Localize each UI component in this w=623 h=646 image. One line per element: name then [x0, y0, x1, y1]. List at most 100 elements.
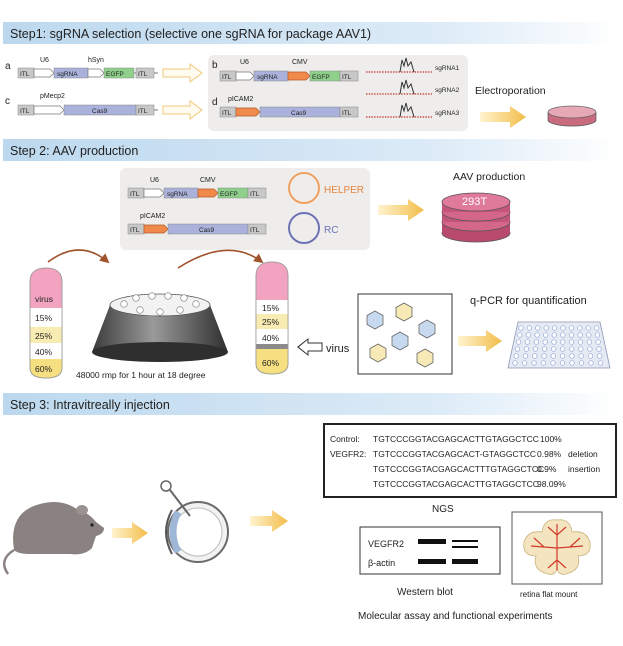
construct-a-itl-left: ITL: [20, 71, 30, 78]
virus-particle-icon: [369, 343, 387, 363]
ngs-results-box: [323, 423, 617, 498]
construct-d-itl-right: ITL: [342, 110, 352, 117]
arrow-right-icon: [162, 100, 203, 120]
plate-well: [568, 325, 575, 331]
ngs-note: insertion: [568, 464, 600, 474]
arrow-right-icon: [458, 330, 502, 352]
construct-a-sgrna: sgRNA: [57, 71, 78, 78]
construct-c: c pMecp2 ITL Cas9 ITL: [5, 93, 158, 116]
plate-well: [560, 332, 566, 338]
virus-particle-icon: [395, 302, 413, 322]
plasmid1-egfp: EGFP: [220, 191, 238, 198]
sgrna3-label: sgRNA3: [435, 110, 460, 117]
wb-band: [418, 559, 446, 564]
plate-well: [532, 353, 538, 359]
step1-section: Step1: sgRNA selection (selective one sg…: [3, 22, 620, 131]
plate-well: [515, 339, 522, 345]
promoter-arrow-icon: [87, 68, 105, 78]
step2-header-bar: [3, 139, 620, 161]
plate-well: [551, 339, 557, 345]
construct-b-itl-left: ITL: [222, 74, 232, 81]
plate-well: [560, 346, 566, 352]
plate-well: [577, 332, 583, 338]
plate-well: [525, 332, 532, 338]
electroporation-label: Electroporation: [475, 85, 546, 97]
eye-injection-icon: [160, 480, 229, 563]
plate-well: [550, 360, 556, 366]
pcr-plate-icon: [507, 321, 611, 369]
construct-d-itl-left: ITL: [222, 110, 232, 117]
curved-arrow-icon: [177, 249, 264, 269]
sgrna2-label: sgRNA2: [435, 87, 460, 94]
construct-a-letter: a: [5, 61, 11, 72]
plate-well: [594, 332, 601, 338]
plate-well: [518, 325, 524, 331]
cell-line-label: 293T: [462, 196, 487, 208]
construct-a-promoter2: hSyn: [88, 57, 104, 64]
sgrna-hairpins: sgRNA1 sgRNA2 sgRNA3: [366, 57, 460, 118]
plate-well: [524, 339, 531, 345]
virus-particles-box: [357, 293, 453, 375]
plate-well: [586, 332, 592, 338]
plate-well: [597, 353, 603, 359]
step1-header-bar: [3, 22, 620, 44]
promoter-arrow-icon: [197, 188, 219, 198]
helper-label: HELPER: [324, 185, 364, 196]
plasmid1-promoter1: U6: [150, 177, 159, 184]
aav-plasmid-cas9: pICAM2 ITL Cas9 ITL: [127, 213, 267, 235]
retina-flat-mount-icon: [523, 519, 591, 575]
ngs-sequence: TGTCCCGGTACGAGCACTTGTAGGCTCC: [373, 479, 539, 489]
ngs-note: deletion: [568, 449, 598, 459]
ngs-row-insertion: TGTCCCGGTACGAGCACTTTGTAGGCTCC 0.9% inser…: [373, 464, 600, 474]
ngs-row-deletion: VEGFR2: TGTCCCGGTACGAGCACT-GTAGGCTCC 0.9…: [330, 449, 598, 459]
plate-well: [569, 346, 575, 352]
plate-well: [560, 325, 566, 331]
plate-well: [533, 339, 539, 345]
promoter-arrow-icon: [33, 105, 65, 115]
plate-well: [523, 346, 530, 352]
mouse-icon: [2, 502, 105, 575]
plate-well: [587, 353, 594, 359]
plate-well: [559, 353, 566, 359]
plate-well: [578, 353, 584, 359]
plate-well: [534, 332, 540, 338]
plate-well: [596, 346, 602, 352]
plate-well: [541, 346, 548, 352]
construct-b: b U6 CMV ITL sgRNA EGFP ITL: [212, 59, 359, 82]
construct-c-itl-right: ITL: [138, 108, 148, 115]
construct-a-egfp: EGFP: [106, 71, 124, 78]
ngs-sequence: TGTCCCGGTACGAGCACT-GTAGGCTCC: [373, 449, 536, 459]
arrow-left-icon: [297, 337, 323, 357]
plate-well: [514, 346, 521, 352]
arrow-right-icon: [480, 106, 526, 128]
plasmid1-itl-right: ITL: [250, 191, 260, 198]
plate-well: [542, 339, 548, 345]
construct-b-sgrna: sgRNA: [257, 74, 278, 81]
plate-well: [551, 325, 558, 331]
plate-well: [578, 360, 585, 366]
plasmid1-promoter2: CMV: [200, 177, 216, 184]
step3-title: Step 3: Intravitreally injection: [10, 398, 170, 412]
construct-d-letter: d: [212, 97, 218, 108]
plate-well: [550, 353, 556, 359]
plate-well: [526, 325, 533, 331]
plasmid2-itl-left: ITL: [130, 227, 140, 234]
virus-label: virus: [326, 343, 350, 355]
ngs-percent: 100%: [540, 434, 562, 444]
plate-well: [568, 339, 575, 345]
tube1-layer-virus: virus: [35, 294, 53, 304]
qpcr-label: q-PCR for quantification: [470, 295, 587, 307]
construct-a-promoter1: U6: [40, 57, 49, 64]
centrifuge-rotor-icon: [92, 292, 228, 362]
sgrna-hairpin-icon: [366, 102, 432, 118]
gradient-tube-2: [255, 261, 289, 375]
wb-band: [452, 546, 478, 548]
plate-well: [517, 332, 523, 338]
promoter-arrow-icon: [235, 107, 261, 117]
construct-b-promoter2: CMV: [292, 59, 308, 66]
construct-a: a U6 hSyn ITL sgRNA EGFP ITL: [5, 57, 158, 79]
ngs-row-label: Control:: [330, 434, 360, 444]
virus-particle-icon: [418, 319, 436, 339]
plasmid1-itl-left: ITL: [130, 191, 140, 198]
